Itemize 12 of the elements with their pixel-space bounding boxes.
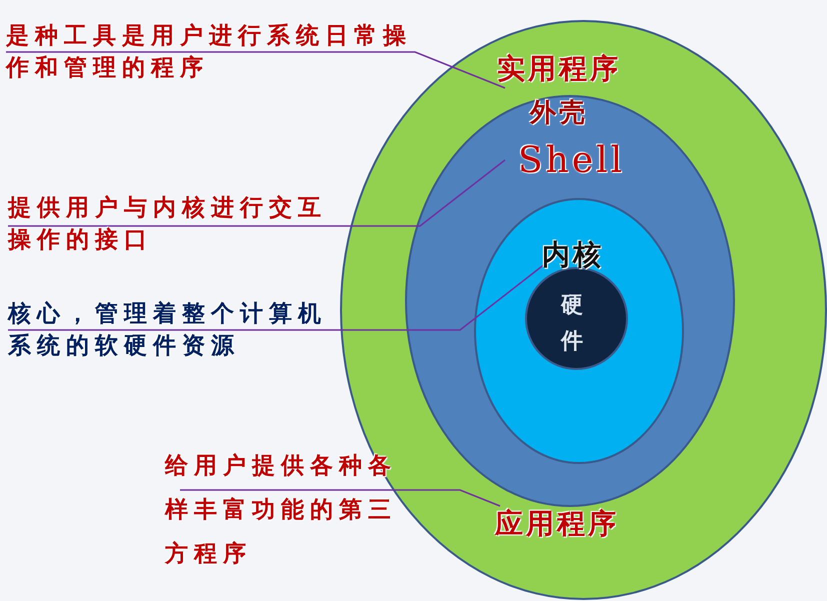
layer-label: 外壳 (530, 97, 588, 130)
leader-line (8, 159, 506, 227)
layer-label: Shell (518, 140, 626, 181)
annotation-text: 是种工具是用户进行系统日常操作和管理的程序 (6, 20, 436, 84)
layer-label: 应用程序 (495, 506, 619, 542)
layer-label: 硬件 (561, 292, 587, 356)
layer-label: 实用程序 (497, 51, 621, 87)
annotation-text: 提供用户与内核进行交互操作的接口 (8, 192, 353, 256)
leader-line (180, 489, 500, 507)
annotation-text: 核心，管理着整个计算机系统的软硬件资源 (8, 298, 353, 362)
layer-label: 内核 (542, 237, 604, 273)
leader-line (6, 51, 506, 89)
